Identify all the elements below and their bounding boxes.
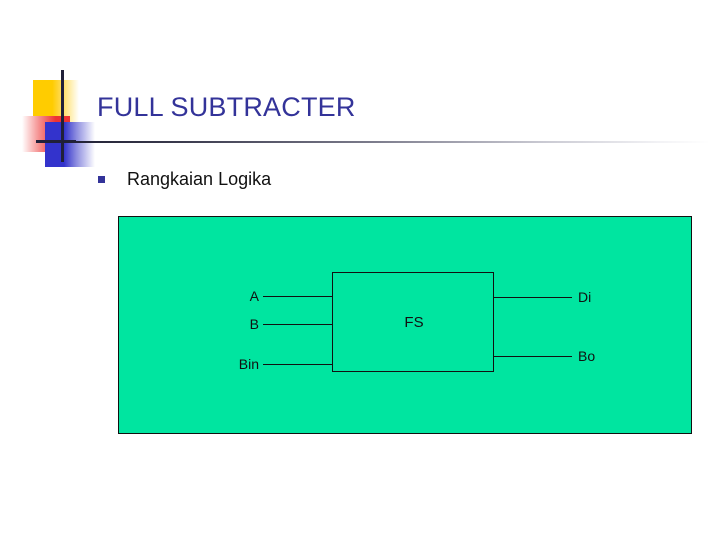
wire-input-b <box>263 324 333 325</box>
diagram-panel: FS A B Bin Di Bo <box>118 216 692 434</box>
bullet-item-label: Rangkaian Logika <box>127 169 272 189</box>
input-label-a: A <box>249 288 259 304</box>
wire-output-di <box>494 297 572 298</box>
accent-vertical-line <box>61 70 64 162</box>
bullet-list-item: Rangkaian Logika <box>98 167 271 191</box>
title-divider <box>62 141 710 143</box>
wire-output-bo <box>494 356 572 357</box>
block-fs-label: FS <box>404 313 424 331</box>
accent-horizontal-line <box>36 140 76 143</box>
slide-design-accent-logo <box>0 0 220 180</box>
input-label-bin: Bin <box>238 356 259 372</box>
wire-input-bin <box>263 364 333 365</box>
output-label-di: Di <box>578 289 592 305</box>
input-label-b: B <box>249 316 259 332</box>
wire-input-a <box>263 296 333 297</box>
square-bullet-icon <box>98 175 105 183</box>
output-label-bo: Bo <box>578 348 596 364</box>
blue-square-icon <box>45 122 95 167</box>
page-title: FULL SUBTRACTER <box>97 92 356 122</box>
block-fs: FS <box>332 272 494 372</box>
